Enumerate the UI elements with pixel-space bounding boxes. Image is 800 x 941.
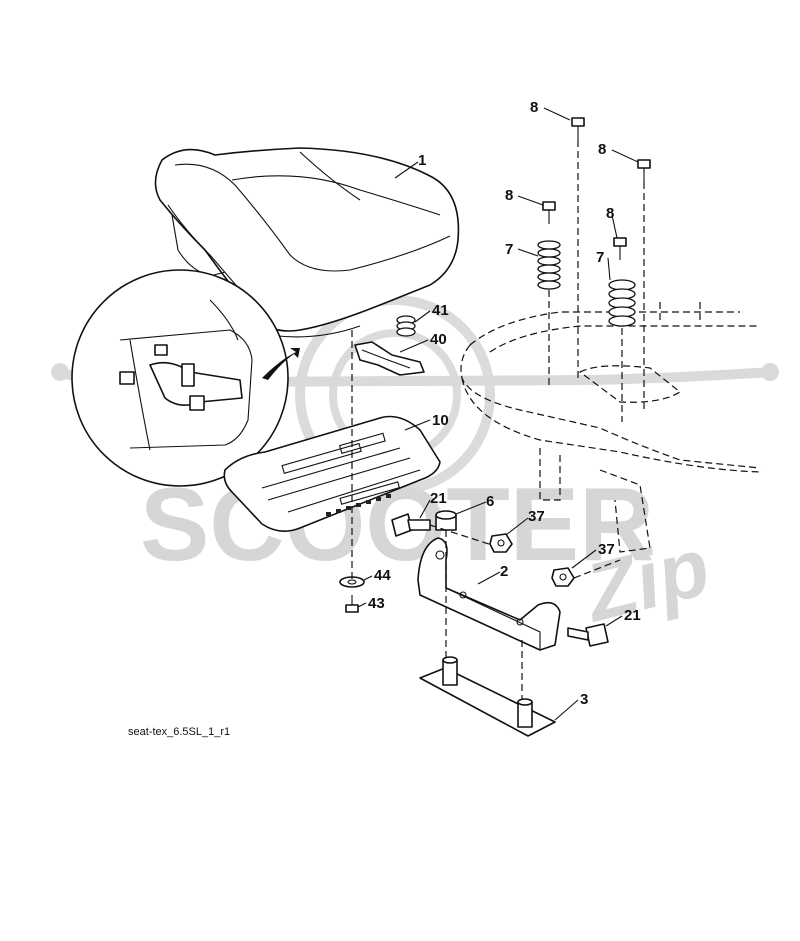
callout-37-a: 37 <box>528 508 545 525</box>
callout-3: 3 <box>580 691 588 708</box>
callout-44: 44 <box>374 567 391 584</box>
bushing <box>435 510 457 531</box>
callout-2: 2 <box>500 563 508 580</box>
callout-7-b: 7 <box>596 249 604 266</box>
rotate-arrow-icon <box>262 348 300 380</box>
callout-6: 6 <box>486 493 494 510</box>
mounting-plate <box>419 656 556 737</box>
spring <box>537 240 561 290</box>
bolt <box>571 117 585 140</box>
callout-21-b: 21 <box>624 607 641 624</box>
callout-8-b: 8 <box>598 141 606 158</box>
callout-8-a: 8 <box>530 99 538 116</box>
frame-outline <box>460 300 761 553</box>
callout-21-a: 21 <box>430 490 447 507</box>
callout-8-c: 8 <box>505 187 513 204</box>
shoulder-bolt <box>391 513 431 537</box>
detail-magnifier <box>71 269 300 487</box>
seat-pan <box>223 415 441 532</box>
screw <box>345 595 359 613</box>
watermark-dot-right <box>761 363 779 381</box>
nut <box>489 533 513 553</box>
assembly-lines <box>351 140 645 700</box>
callout-10: 10 <box>432 412 449 429</box>
seat-switch <box>354 341 425 376</box>
bolt <box>613 237 627 260</box>
figure-caption: seat-tex_6.5SL_1_r1 <box>128 726 230 738</box>
watermark-dot-left <box>51 363 69 381</box>
bolt <box>542 201 556 224</box>
nut <box>551 567 575 587</box>
callout-37-b: 37 <box>598 541 615 558</box>
callout-40: 40 <box>430 331 447 348</box>
callout-1: 1 <box>418 152 426 169</box>
shoulder-bolt <box>567 623 609 647</box>
callout-7-a: 7 <box>505 241 513 258</box>
spring <box>608 279 636 327</box>
bolt <box>637 159 651 182</box>
callout-8-d: 8 <box>606 205 614 222</box>
callout-43: 43 <box>368 595 385 612</box>
washer <box>339 576 365 588</box>
small-spring <box>396 315 416 337</box>
callout-41: 41 <box>432 302 449 319</box>
callouts: 1 8 8 8 8 7 7 41 40 10 21 6 37 37 2 44 4… <box>368 99 641 708</box>
leader-lines <box>357 107 639 721</box>
seat-pan-holes <box>326 494 391 516</box>
